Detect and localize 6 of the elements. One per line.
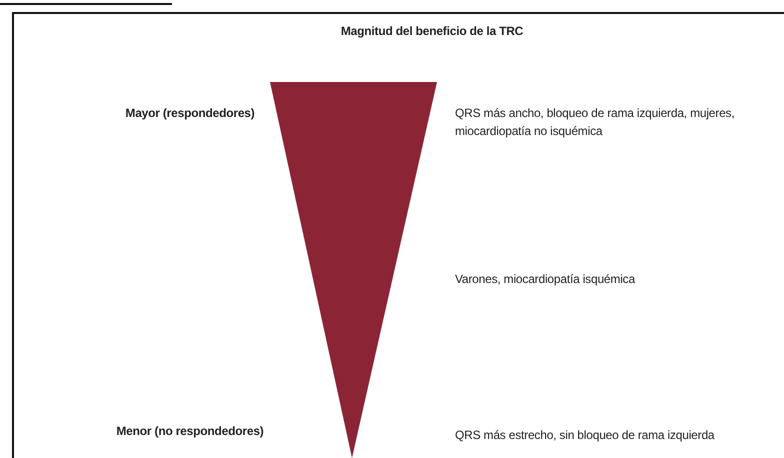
scale-end-label: Mayor (respondedores) — [124, 105, 256, 122]
scale-end-label: Menor (no respondedores) — [115, 423, 265, 440]
figure-title: Magnitud del beneficio de la TRC — [340, 23, 524, 40]
factor-text: QRS más estrecho, sin bloqueo de rama izquierda — [455, 427, 716, 444]
factor-text: QRS más ancho, bloqueo de rama izquierda, mujeres, miocardiopatía no isquémica — [455, 105, 736, 140]
factor-text: Varones, miocardiopatía isquémica — [455, 271, 636, 288]
